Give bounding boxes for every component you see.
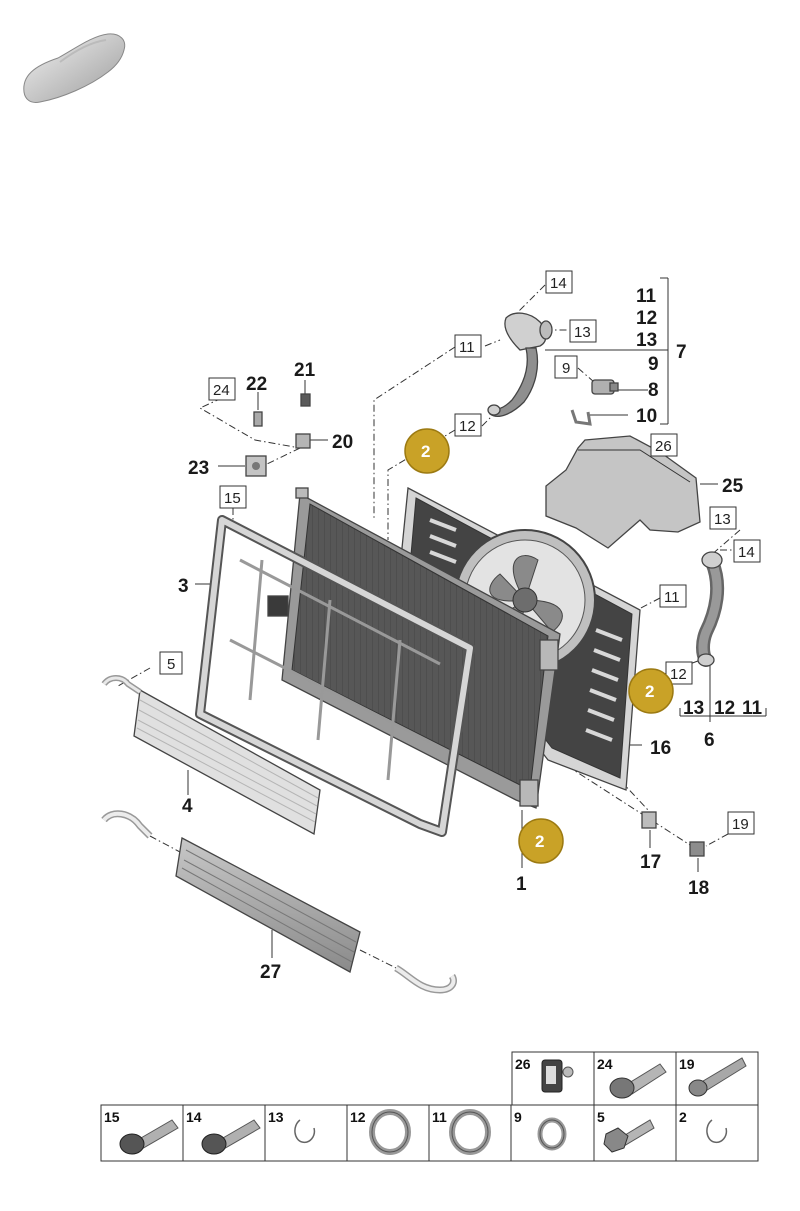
bolt-19-icon [688,1057,747,1097]
upper-hose-7 [487,312,553,417]
label-bottom-11: 11 [742,698,763,719]
bolt-15-icon [119,1119,179,1155]
label-25: 25 [722,476,744,497]
bracket-17 [641,811,657,829]
legend-cell-11: 11 [432,1109,447,1125]
svg-text:2: 2 [535,832,544,851]
legend-cell-9: 9 [514,1109,522,1125]
seal-ring-12-icon [369,1109,411,1155]
label-6: 6 [704,730,715,751]
legend-cell-13: 13 [268,1109,284,1125]
label-23: 23 [188,458,209,479]
label-20: 20 [332,432,353,453]
seal-ring-11-icon [449,1109,491,1155]
label-3: 3 [178,576,189,597]
label-4: 4 [182,796,193,817]
label-10: 10 [636,406,657,427]
boxed-label-9: 9 [562,360,570,377]
boxed-label-5: 5 [167,656,175,673]
label-27: 27 [260,962,281,983]
boxed-label-12-top: 12 [459,418,476,435]
bracket-21 [300,393,311,407]
legend-cell-15: 15 [104,1109,120,1125]
legend-cell-24: 24 [597,1056,613,1072]
label-9: 9 [648,354,659,375]
label-16: 16 [650,738,671,759]
boxed-label-14-top: 14 [550,275,567,292]
fastener-legend: 26 24 19 15 14 13 12 11 9 5 2 [100,1051,759,1162]
bolt-14-icon [201,1119,261,1155]
mount-23 [245,455,267,477]
label-7: 7 [676,342,687,363]
label-bottom-12: 12 [714,698,735,719]
cooler-27 [101,810,457,994]
badge-2-a: 2 [404,428,450,474]
bracket-18 [689,841,705,857]
clip-10 [570,409,592,426]
svg-text:2: 2 [421,442,430,461]
legend-cell-19: 19 [679,1056,695,1072]
hose-6 [696,551,725,667]
air-duct-25 [545,435,701,549]
boxed-label-14-right: 14 [738,544,755,561]
svg-text:2: 2 [645,682,654,701]
legend-cell-5: 5 [597,1109,605,1125]
boxed-label-13-right: 13 [714,511,731,528]
boxed-label-11-top: 11 [459,339,475,356]
part-labels: 11 12 13 7 9 8 10 22 21 20 23 25 3 13 12… [178,286,763,983]
boxed-labels: 14 13 11 9 12 24 15 26 13 14 11 12 5 19 [159,270,761,835]
boxed-label-19: 19 [732,816,749,833]
boxed-label-15: 15 [224,490,241,507]
boxed-label-12-right: 12 [670,666,687,683]
label-17: 17 [640,852,661,873]
legend-cell-2: 2 [679,1109,687,1125]
radiator-1 [267,487,561,809]
label-18: 18 [688,878,709,899]
boxed-label-24: 24 [213,382,230,399]
hose-clamp-2-icon [706,1119,728,1144]
legend-cell-26: 26 [515,1056,531,1072]
car-silhouette-icon [23,33,126,103]
bracket-22 [253,411,263,427]
clip-20 [295,433,311,449]
label-22: 22 [246,374,267,395]
legend-cell-14: 14 [186,1109,202,1125]
frame-3 [195,515,475,837]
label-1: 1 [516,874,527,895]
bolt-24-icon [609,1063,667,1099]
bolt-5-icon [603,1119,655,1153]
badge-2-b: 2 [628,668,674,714]
hose-clamp-13-icon [294,1119,316,1144]
sensor-8 [591,379,619,395]
boxed-label-26: 26 [655,438,672,455]
condenser-4 [101,675,321,836]
legend-cell-12: 12 [350,1109,366,1125]
label-stack-12: 12 [636,308,657,329]
label-stack-11: 11 [636,286,657,307]
label-21: 21 [294,360,316,381]
badge-2-c: 2 [518,818,564,864]
boxed-label-11-right: 11 [664,589,680,606]
label-stack-13: 13 [636,330,657,351]
clip-nut-26-icon [541,1059,574,1093]
label-bottom-13: 13 [683,698,704,719]
label-8: 8 [648,380,659,401]
seal-ring-9-icon [537,1117,567,1151]
boxed-label-13-top: 13 [574,324,591,341]
